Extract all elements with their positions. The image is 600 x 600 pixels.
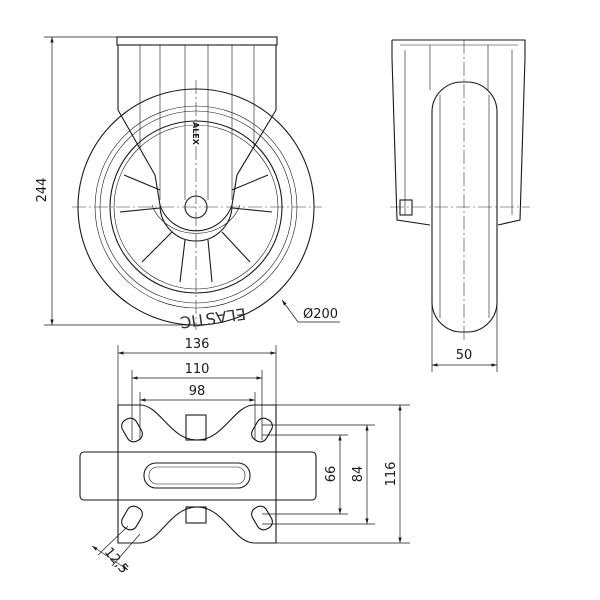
dimension-diameter: Ø200	[281, 299, 340, 323]
center-slot	[143, 462, 251, 489]
svg-text:84: 84	[351, 466, 366, 483]
bottom-nut	[185, 506, 207, 524]
svg-text:110: 110	[185, 362, 210, 377]
dimension-side-width: 50	[431, 300, 498, 372]
dim-116: 116	[276, 404, 410, 544]
dim-98: 98	[139, 384, 256, 440]
bottom-wheel	[79, 451, 317, 501]
dim-66: 66	[262, 434, 348, 515]
svg-text:98: 98	[189, 384, 206, 399]
dimension-height: 244	[35, 36, 196, 326]
svg-text:Ø200: Ø200	[303, 307, 338, 322]
tire-marking: ELASTIC	[179, 304, 247, 332]
mounting-holes	[121, 417, 273, 531]
top-plate	[116, 36, 278, 46]
spokes	[119, 174, 273, 283]
top-nut	[185, 414, 207, 441]
dim-12-5: 12,5	[91, 525, 141, 577]
svg-text:116: 116	[384, 462, 399, 487]
dim-110: 110	[131, 362, 263, 440]
dim-84: 84	[262, 424, 375, 525]
svg-text:50: 50	[456, 348, 473, 363]
svg-text:66: 66	[324, 466, 339, 483]
side-view: 50	[390, 39, 530, 372]
svg-text:136: 136	[185, 337, 210, 352]
mounting-plate	[117, 404, 277, 544]
dim-136: 136	[117, 337, 277, 405]
side-bracket	[391, 39, 526, 226]
side-axle-nut	[399, 199, 413, 216]
front-view: ALEX ELASTIC 244 Ø200	[35, 36, 340, 332]
svg-text:244: 244	[35, 178, 50, 203]
fork-marking: ALEX	[191, 122, 200, 146]
bottom-view: 136 110 98 116 84 66 12,5	[79, 337, 410, 577]
